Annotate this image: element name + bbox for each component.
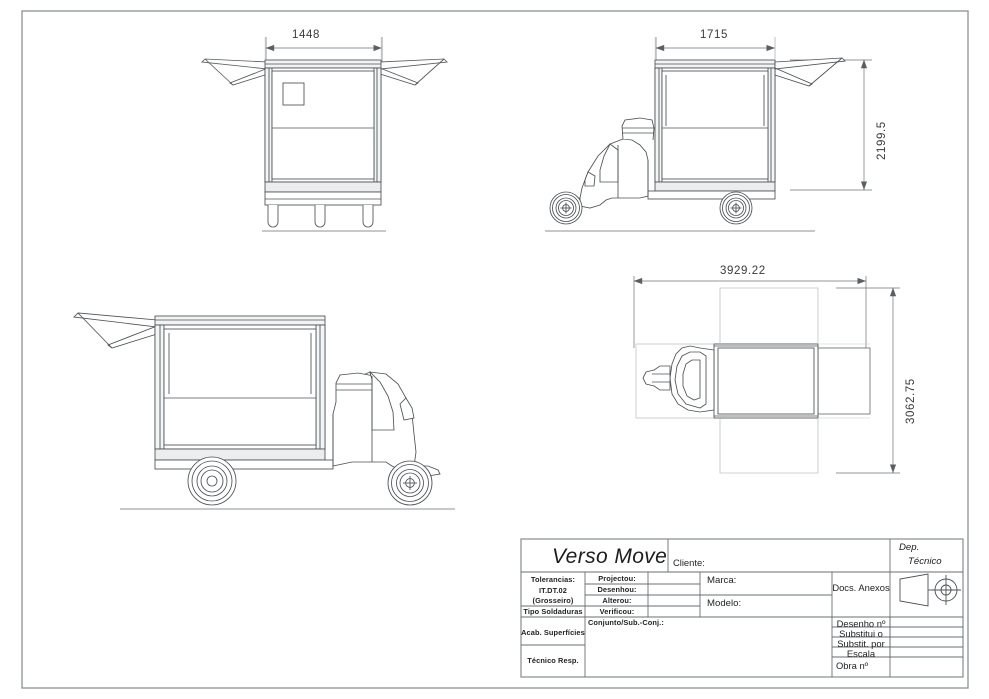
tolerances-code: IT.DT.02 xyxy=(539,586,567,595)
annexes-label: Docs. Anexos xyxy=(832,582,890,593)
rear-view-geometry xyxy=(201,37,448,232)
brand-label: Marca: xyxy=(707,575,737,586)
department-line2: Técnico xyxy=(908,556,942,567)
record-label-drawing-no: Desenho nº xyxy=(836,618,886,629)
first-angle-projection-icon xyxy=(899,573,961,607)
client-label: Cliente: xyxy=(673,557,705,568)
role-label-projectou: Projectou: xyxy=(598,574,636,583)
record-label-substituted-by: Substit. por xyxy=(837,638,885,649)
assembly-label: Conjunto/Sub.-Conj.: xyxy=(588,618,664,627)
work-number-label: Obra nº xyxy=(836,660,869,671)
right-side-view-geometry xyxy=(73,312,455,510)
dim-plan-width: 3062.75 xyxy=(905,378,917,424)
weld-type-label: Tipo Soldaduras xyxy=(523,607,583,616)
left-side-view-geometry xyxy=(545,37,872,232)
dim-side-width: 1715 xyxy=(700,29,728,41)
dim-plan-length: 3929.22 xyxy=(720,265,766,277)
surface-finish-label: Acab. Superfícies xyxy=(521,628,585,637)
role-label-alterou: Alterou: xyxy=(602,596,632,605)
department-line1: Dep. xyxy=(899,542,920,553)
top-plan-view-geometry xyxy=(633,276,900,474)
title-block-grid xyxy=(520,538,964,678)
dim-rear-width: 1448 xyxy=(292,29,320,41)
company-logo: Verso Move xyxy=(552,545,668,568)
tolerances-label: Tolerancias: xyxy=(530,575,576,584)
tolerances-grade: (Grosseiro) xyxy=(532,596,574,605)
model-label: Modelo: xyxy=(707,598,742,609)
dim-side-height: 2199.5 xyxy=(876,121,888,160)
technician-label: Técnico Resp. xyxy=(527,656,579,665)
role-label-verificou: Verificou: xyxy=(599,607,635,616)
record-label-scale: Escala xyxy=(846,648,876,659)
record-label-substitutes: Substitui o xyxy=(839,628,883,639)
role-label-desenhou: Desenhou: xyxy=(597,585,637,594)
